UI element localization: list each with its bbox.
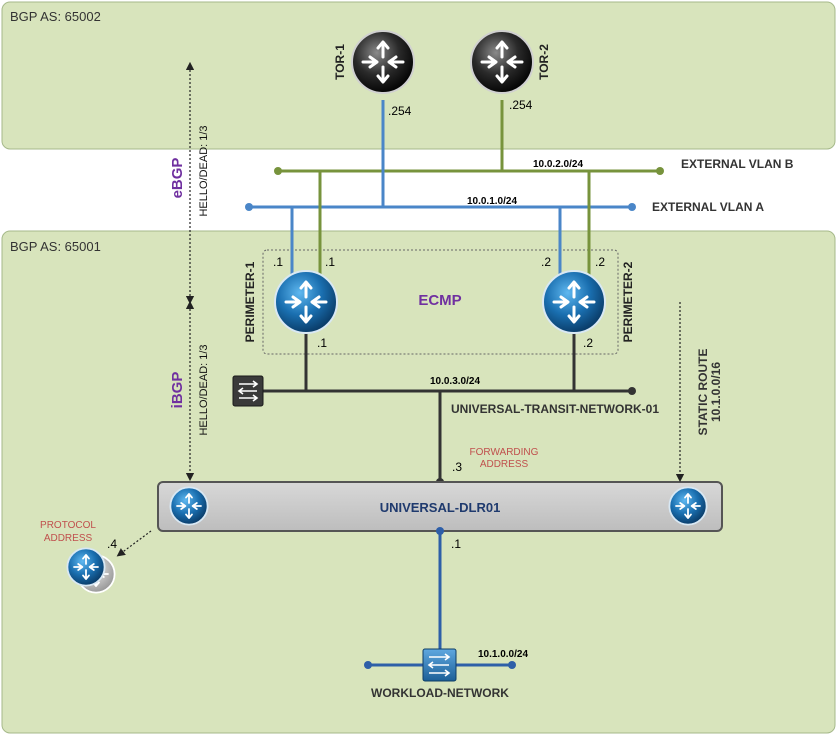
perimeter2-vlan-a-ip: .2 — [541, 255, 551, 269]
transit-network-name: UNIVERSAL-TRANSIT-NETWORK-01 — [451, 402, 659, 416]
workload-subnet: 10.1.0.0/24 — [478, 649, 528, 660]
tor1-router-icon — [351, 30, 415, 94]
workload-switch-icon — [422, 648, 457, 682]
ecmp-label: ECMP — [418, 292, 461, 309]
transit-network-end — [628, 387, 636, 395]
perimeter1-router-icon — [274, 270, 338, 334]
static-route-prefix: 10.1.0.0/16 — [709, 362, 723, 422]
zone-as-65002 — [1, 1, 836, 150]
zone-as-65001-label: BGP AS: 65001 — [10, 239, 101, 254]
tor1-ip: .254 — [388, 104, 412, 118]
static-route-title: STATIC ROUTE — [696, 349, 710, 436]
dlr-downlink-dot — [436, 527, 444, 535]
transit-subnet: 10.0.3.0/24 — [430, 376, 480, 387]
transit-switch-icon — [232, 375, 264, 407]
vlan-a-end-right — [628, 203, 636, 211]
ebgp-timers: HELLO/DEAD: 1/3 — [198, 125, 210, 216]
dlr-downlink-ip: .1 — [451, 537, 461, 551]
tor2-label: TOR-2 — [537, 44, 551, 80]
zone-as-65002-label: BGP AS: 65002 — [10, 9, 101, 24]
dlr-label: UNIVERSAL-DLR01 — [380, 500, 501, 515]
vlan-b-end-right — [656, 167, 664, 175]
protocol-address-line1: PROTOCOL — [40, 520, 96, 531]
perimeter2-transit-ip: .2 — [583, 336, 593, 350]
vlan-b-name: EXTERNAL VLAN B — [681, 157, 794, 171]
protocol-address-ip: .4 — [107, 537, 117, 551]
tor2-router-icon — [470, 30, 534, 94]
dlr-right-router-icon — [668, 486, 708, 526]
forwarding-address-line2: ADDRESS — [480, 459, 529, 470]
perimeter2-router-icon — [542, 270, 606, 334]
tor2-ip: .254 — [509, 98, 533, 112]
workload-end-left — [364, 661, 372, 669]
perimeter1-vlan-a-ip: .1 — [273, 255, 283, 269]
protocol-address-line2: ADDRESS — [44, 533, 93, 544]
workload-end-right — [508, 661, 516, 669]
vlan-a-name: EXTERNAL VLAN A — [652, 200, 764, 214]
vlan-b-end-left — [274, 167, 282, 175]
ecmp-group-box — [262, 249, 619, 355]
perimeter1-label: PERIMETER-1 — [243, 261, 257, 342]
perimeter1-transit-ip: .1 — [317, 336, 327, 350]
protocol-address-arrow — [116, 530, 152, 557]
vlan-a-subnet: 10.0.1.0/24 — [467, 196, 517, 207]
tor1-label: TOR-1 — [333, 44, 347, 80]
ebgp-label: eBGP — [169, 158, 186, 199]
ibgp-label: iBGP — [169, 372, 186, 409]
vlan-b-subnet: 10.0.2.0/24 — [533, 159, 583, 170]
forwarding-address-ip: .3 — [452, 460, 462, 474]
vlan-a-end-left — [245, 203, 253, 211]
dlr-left-router-icon — [169, 486, 209, 526]
perimeter2-vlan-b-ip: .2 — [595, 255, 605, 269]
forwarding-address-line1: FORWARDING — [470, 447, 539, 458]
ibgp-timers: HELLO/DEAD: 1/3 — [198, 344, 210, 435]
protocol-address-router-icon — [66, 547, 116, 594]
workload-network-name: WORKLOAD-NETWORK — [371, 686, 509, 700]
perimeter2-label: PERIMETER-2 — [621, 261, 635, 342]
perimeter1-vlan-b-ip: .1 — [325, 255, 335, 269]
